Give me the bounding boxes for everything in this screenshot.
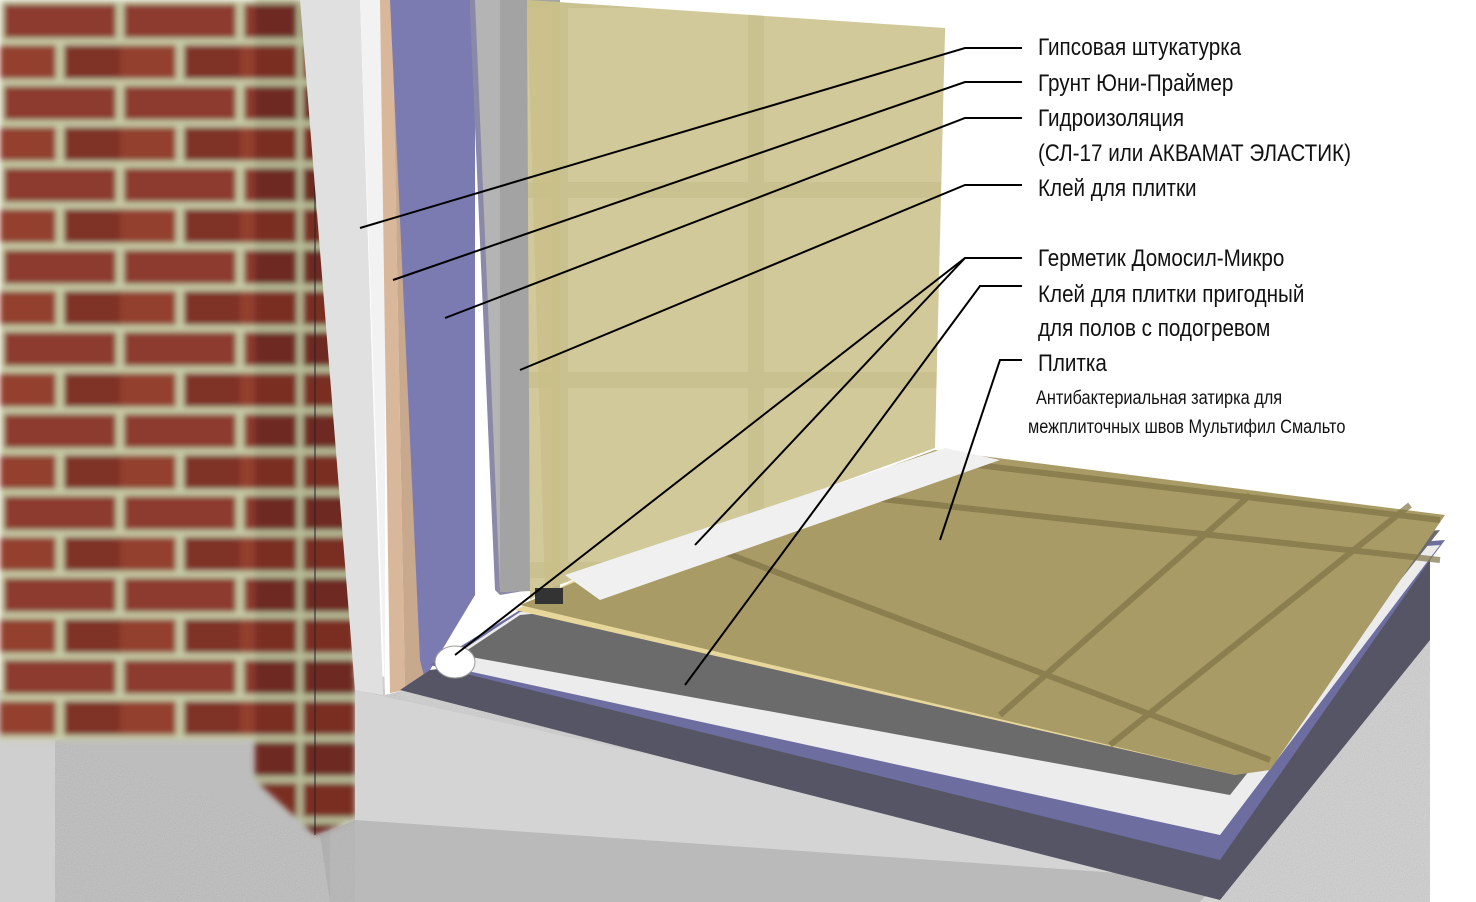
label-floor-adhesive: Клей для плитки пригодный [1038,281,1305,308]
label-waterproofing: Гидроизоляция [1038,105,1185,132]
label-tile-adhesive: Клей для плитки [1038,175,1197,202]
leader-sealant-2 [694,257,966,546]
floor-layers [400,448,1445,900]
waterproofing-layer [390,0,475,680]
plaster-layer [300,0,383,695]
label-waterproofing-products: (СЛ-17 или АКВАМАТ ЭЛАСТИК) [1038,140,1351,167]
sealant-bead [434,645,476,679]
leader-tile [939,359,1030,541]
wall-floor-joint-strip [565,448,1000,600]
leader-plaster [359,47,1030,229]
label-tile: Плитка [1038,350,1107,377]
label-sealant: Герметик Домосил-Микро [1038,245,1285,272]
label-primer: Грунт Юни-Праймер [1038,70,1234,97]
label-floor-adhesive-heated: для полов с подогревом [1038,315,1271,342]
label-grout: Антибактериальная затирка для [1036,388,1283,409]
leader-primer [392,81,1030,281]
leader-lines [359,47,1034,686]
label-grout-product: межплиточных швов Мультифил Смальто [1028,417,1346,438]
label-plaster: Гипсовая штукатурка [1038,34,1242,61]
leader-tile-adhesive [519,184,1030,371]
adhesive-gap [535,588,563,604]
label-panel [1022,32,1472,458]
leader-floor-adhesive [684,285,1030,686]
brick-wall [0,0,355,835]
wall-layers [300,0,945,695]
leader-waterproofing [444,117,1030,319]
primer-layer [380,0,405,693]
wall-tile-layer [527,0,945,600]
